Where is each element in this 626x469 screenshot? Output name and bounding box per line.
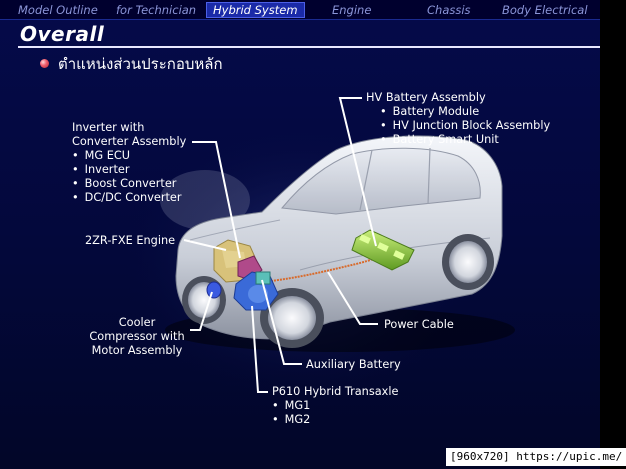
image-watermark: [960x720] https://upic.me/ <box>446 448 626 466</box>
leader-engine <box>183 239 227 251</box>
label-cooler-line: Compressor with <box>89 330 185 343</box>
label-cooler-line: Motor Assembly <box>91 344 183 357</box>
label-engine: 2ZR-FXE Engine <box>85 234 176 247</box>
label-inverter-heading-1: Inverter with <box>72 121 145 134</box>
label-cooler-line: Cooler <box>118 316 156 329</box>
car-windows <box>281 147 481 215</box>
label-hybrid-transaxle: P610 Hybrid Transaxle MG1 MG2 <box>272 385 398 427</box>
leader-hv-battery <box>338 97 377 247</box>
top-nav-bar: Model Outline for Technician Hybrid Syst… <box>0 0 600 20</box>
label-hv-battery-item: Battery Smart Unit <box>366 133 550 147</box>
label-cooler-compressor: Cooler Compressor with Motor Assembly <box>85 316 189 358</box>
leader-aux-battery <box>261 279 302 365</box>
tab-body-electrical[interactable]: Body Electrical <box>502 3 588 17</box>
tab-for-technician[interactable]: for Technician <box>116 3 197 17</box>
bullet-icon <box>40 59 49 68</box>
label-power-cable: Power Cable <box>384 318 454 331</box>
car-pillar <box>427 147 431 205</box>
hv-battery-assembly <box>351 229 415 271</box>
tab-chassis[interactable]: Chassis <box>427 3 471 17</box>
cooler-compressor <box>206 281 222 299</box>
label-auxiliary-battery: Auxiliary Battery <box>306 358 401 371</box>
label-transaxle-heading: P610 Hybrid Transaxle <box>272 385 399 398</box>
label-inverter-heading-2: Converter Assembly <box>72 135 187 148</box>
tab-engine[interactable]: Engine <box>332 3 372 17</box>
label-transaxle-item: MG1 <box>272 399 398 413</box>
leader-power-cable <box>327 271 378 325</box>
label-inverter-item: Boost Converter <box>72 177 186 191</box>
tab-hybrid-system[interactable]: Hybrid System <box>206 2 305 18</box>
slide-subtitle: ตำแหน่งส่วนประกอบหลัก <box>58 55 223 73</box>
label-inverter-item: Inverter <box>72 163 186 177</box>
label-hv-battery-item: HV Junction Block Assembly <box>366 119 551 133</box>
label-hv-battery-heading: HV Battery Assembly <box>366 91 486 104</box>
slide-title: Overall <box>20 22 105 46</box>
label-hv-battery-assembly: HV Battery Assembly Battery Module HV Ju… <box>366 91 550 147</box>
leader-transaxle <box>251 305 268 393</box>
label-inverter-assembly: Inverter with Converter Assembly MG ECU … <box>72 121 186 205</box>
leader-inverter <box>192 141 241 259</box>
rear-wheel <box>442 234 494 290</box>
leader-lines <box>183 97 378 393</box>
label-hv-battery-item: Battery Module <box>366 105 550 119</box>
label-inverter-item: MG ECU <box>72 149 186 163</box>
slide: Model Outline for Technician Hybrid Syst… <box>0 0 600 469</box>
leader-cooler <box>190 291 213 331</box>
power-cable <box>261 251 393 283</box>
tab-model-outline[interactable]: Model Outline <box>18 3 98 17</box>
car-pillar <box>359 149 373 211</box>
label-transaxle-item: MG2 <box>272 413 398 427</box>
label-inverter-item: DC/DC Converter <box>72 191 186 205</box>
title-underline <box>18 46 600 48</box>
